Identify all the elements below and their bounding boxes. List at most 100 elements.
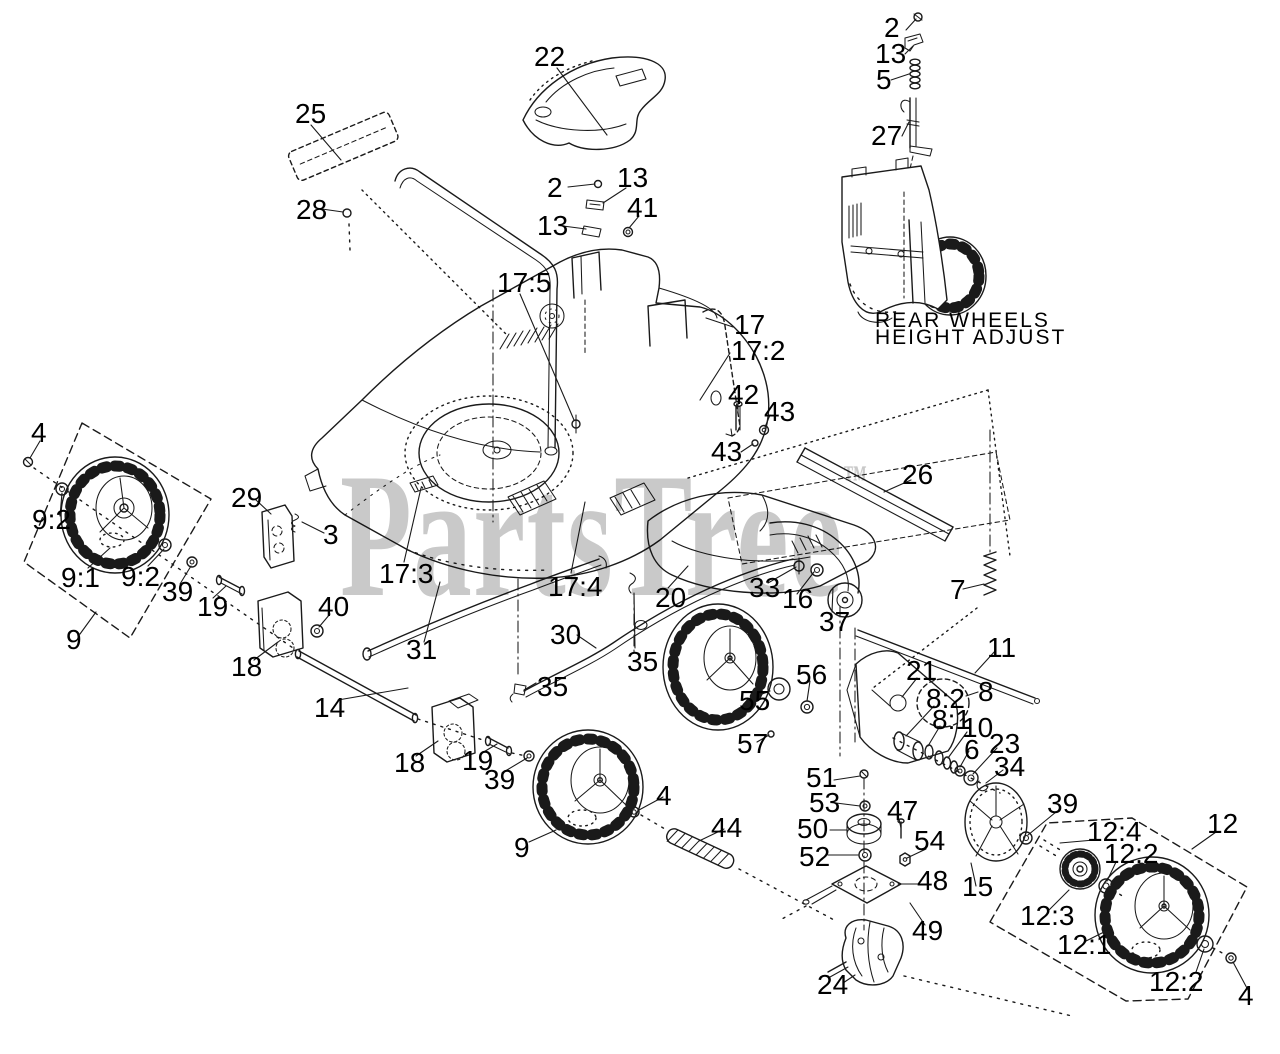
callout-48: 48: [917, 865, 949, 896]
leader-line-12-3: [1048, 889, 1070, 911]
leader-line-2: [567, 183, 596, 188]
leader-line-5: [890, 73, 910, 81]
section-label-line1: REAR WHEELS: [875, 309, 1050, 332]
callout-5: 5: [876, 64, 892, 95]
leader-line-53: [835, 802, 861, 807]
leader-line-12-2: [1106, 861, 1117, 882]
leader-line-40: [318, 613, 331, 628]
callout-4: 4: [1238, 980, 1254, 1011]
callout-43: 43: [764, 396, 796, 427]
transmission-bracket-21-group: [846, 629, 1041, 862]
callout-8: 8: [978, 676, 994, 707]
callout-18: 18: [394, 747, 426, 778]
rear-wheel-12-group: [989, 817, 1248, 1002]
leader-line-25: [310, 124, 342, 161]
leader-line-9: [79, 611, 97, 635]
callout-21: 21: [906, 655, 938, 686]
leader-line-13: [904, 45, 914, 55]
callout-17-2: 17:2: [731, 335, 786, 366]
leader-line-44: [698, 828, 725, 842]
callout-8-2: 8:2: [926, 683, 965, 714]
callout-51: 51: [806, 762, 838, 793]
leader-line-10: [947, 731, 968, 759]
leader-line-17-2: [699, 352, 731, 401]
callout-56: 56: [796, 659, 828, 690]
leader-line-3: [301, 521, 325, 534]
handle-tube: [342, 167, 634, 456]
callout-37: 37: [819, 606, 851, 637]
leader-line-24: [842, 974, 856, 984]
leader-line-16: [796, 571, 815, 595]
callout-17-4: 17:4: [548, 571, 603, 602]
callout-19: 19: [462, 745, 494, 776]
leader-line-41: [628, 215, 640, 229]
leader-line-8-2: [905, 705, 935, 737]
leader-line-4: [29, 440, 41, 459]
callout-13: 13: [617, 162, 649, 193]
leader-line-19: [212, 585, 227, 599]
leader-line-35: [523, 682, 537, 691]
leader-line-13: [562, 225, 587, 230]
leader-line-26: [883, 479, 912, 493]
callout-12-4: 12:4: [1087, 816, 1142, 847]
leader-line-9: [528, 829, 557, 843]
leader-line-17-5: [519, 293, 575, 421]
leader-line-47: [898, 818, 902, 829]
leader-line-35: [633, 593, 636, 649]
leader-line-57: [756, 734, 770, 743]
leader-line-2: [905, 18, 917, 31]
callout-27: 27: [871, 120, 903, 151]
discharge-shroud-22: [522, 56, 666, 151]
leader-line-20: [667, 565, 689, 589]
idler-arm-37: [769, 521, 863, 618]
callout-11: 11: [987, 632, 1017, 663]
leader-line-4: [1232, 961, 1249, 991]
leader-line-9-2: [59, 492, 63, 517]
callout-9: 9: [514, 832, 530, 863]
leader-line-17-4: [570, 501, 586, 574]
callout-39: 39: [162, 576, 194, 607]
leader-line-19: [481, 743, 498, 754]
leader-line-30: [576, 634, 597, 649]
leader-line-43: [764, 414, 771, 428]
callout-13: 13: [875, 38, 907, 69]
leader-line-21: [901, 677, 918, 698]
callout-14: 14: [314, 692, 346, 723]
rear-wheel-center: [662, 603, 856, 757]
callout-26: 26: [902, 459, 934, 490]
leader-line-11: [974, 649, 997, 674]
leader-line-28: [321, 208, 344, 213]
callout-24: 24: [817, 969, 849, 1000]
callout-49: 49: [912, 915, 944, 946]
mower-deck: [304, 248, 770, 579]
leader-line-18: [253, 641, 279, 661]
control-cables: [362, 555, 796, 703]
leader-line-43: [740, 443, 754, 453]
callout-6: 6: [964, 734, 980, 765]
callout-29: 29: [231, 482, 263, 513]
callout-16: 16: [782, 583, 814, 614]
leader-line-27: [901, 121, 910, 137]
callout-10: 10: [962, 712, 994, 743]
leader-line-12-2: [1195, 948, 1205, 973]
callout-41: 41: [627, 192, 659, 223]
callout-35: 35: [537, 671, 569, 702]
callout-33: 33: [749, 572, 781, 603]
callout-42: 42: [728, 379, 760, 410]
callout-12: 12: [1207, 808, 1239, 839]
callout-9-1: 9:1: [61, 562, 100, 593]
callout-39: 39: [1047, 788, 1079, 819]
front-wheel-9-group: [22, 422, 294, 649]
callout-12-2: 12:2: [1149, 966, 1204, 997]
callout-54: 54: [914, 825, 946, 856]
callout-4: 4: [656, 780, 672, 811]
callout-40: 40: [318, 591, 350, 622]
leader-line-29: [255, 499, 272, 515]
callout-2: 2: [884, 12, 900, 43]
leader-line-15: [970, 862, 977, 887]
callout-50: 50: [797, 813, 829, 844]
leader-line-33: [767, 566, 797, 584]
leader-line-39: [179, 565, 192, 585]
